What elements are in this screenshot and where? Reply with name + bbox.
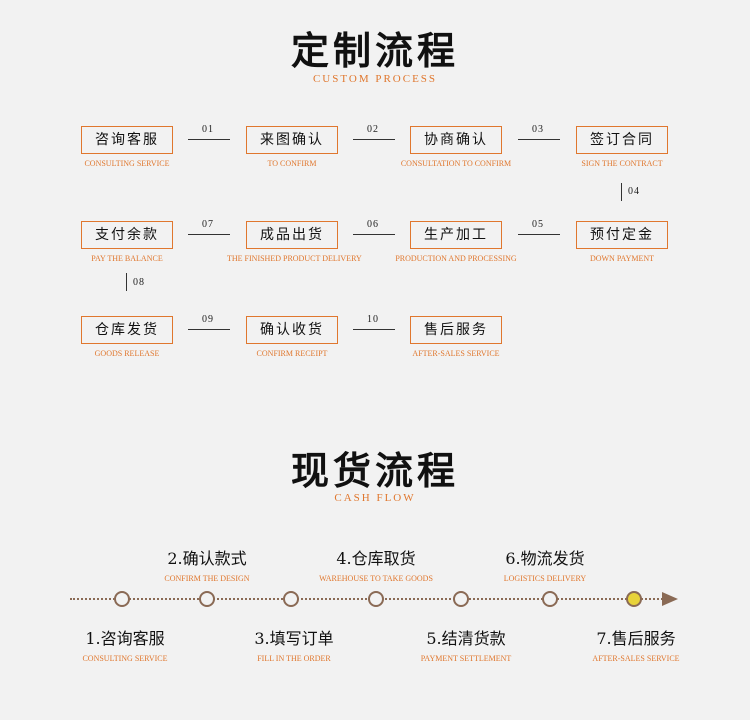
step-caption: PAY THE BALANCE	[91, 254, 163, 263]
flow-step-caption: PAYMENT SETTLEMENT	[420, 654, 512, 663]
step-label: 协商确认	[410, 126, 502, 154]
step-caption: TO CONFIRM	[267, 159, 317, 168]
step-down-payment: 预付定金 DOWN PAYMENT	[557, 221, 687, 263]
cash-flow-title: 现货流程	[290, 448, 459, 493]
flow-step-label: 7.售后服务	[596, 629, 676, 648]
connector-line	[353, 139, 395, 140]
step-number: 02	[367, 124, 379, 135]
step-caption: THE FINISHED PRODUCT DELIVERY	[227, 254, 362, 263]
flow-step-label: 4.仓库取货	[336, 549, 416, 568]
timeline-dot-active	[626, 591, 642, 607]
flow-step-after-sales: 7.售后服务 AFTER-SALES SERVICE	[546, 625, 726, 663]
step-label: 成品出货	[246, 221, 338, 249]
flow-step-caption: WAREHOUSE TO TAKE GOODS	[319, 574, 433, 583]
step-pay-balance: 支付余款 PAY THE BALANCE	[62, 221, 192, 263]
step-label: 售后服务	[410, 316, 502, 344]
flow-step-label: 3.填写订单	[254, 629, 334, 648]
connector-line	[188, 139, 230, 140]
step-number: 05	[532, 219, 544, 230]
timeline-dot	[114, 591, 130, 607]
timeline-dot	[453, 591, 469, 607]
flow-step-label: 6.物流发货	[505, 549, 585, 568]
step-label: 生产加工	[410, 221, 502, 249]
step-sign-contract: 签订合同 SIGN THE CONTRACT	[557, 126, 687, 168]
step-label: 仓库发货	[81, 316, 173, 344]
step-number: 04	[628, 186, 640, 197]
flow-step-caption: FILL IN THE ORDER	[257, 654, 331, 663]
cash-flow-subtitle: CASH FLOW	[334, 492, 416, 504]
step-caption: AFTER-SALES SERVICE	[412, 349, 500, 358]
flow-step-fill-order: 3.填写订单 FILL IN THE ORDER	[204, 625, 384, 663]
step-production: 生产加工 PRODUCTION AND PROCESSING	[391, 221, 521, 263]
step-label: 支付余款	[81, 221, 173, 249]
connector-line	[188, 234, 230, 235]
arrow-right-icon	[662, 592, 678, 606]
custom-process-title: 定制流程	[290, 28, 459, 73]
timeline-dot	[283, 591, 299, 607]
flow-step-caption: AFTER-SALES SERVICE	[592, 654, 680, 663]
step-label: 来图确认	[246, 126, 338, 154]
step-number: 03	[532, 124, 544, 135]
step-label: 确认收货	[246, 316, 338, 344]
timeline-dot	[368, 591, 384, 607]
connector-line-vertical	[126, 273, 127, 291]
flow-step-label: 2.确认款式	[167, 549, 247, 568]
timeline-dot	[542, 591, 558, 607]
flow-step-payment: 5.结清货款 PAYMENT SETTLEMENT	[376, 625, 556, 663]
timeline-dot	[199, 591, 215, 607]
step-number: 06	[367, 219, 379, 230]
flow-step-warehouse: 4.仓库取货 WAREHOUSE TO TAKE GOODS	[286, 545, 466, 583]
flow-step-caption: CONSULTING SERVICE	[82, 654, 168, 663]
connector-line-vertical	[621, 183, 622, 201]
flow-step-confirm-design: 2.确认款式 CONFIRM THE DESIGN	[117, 545, 297, 583]
step-caption: SIGN THE CONTRACT	[581, 159, 663, 168]
step-number: 08	[133, 277, 145, 288]
step-caption: PRODUCTION AND PROCESSING	[395, 254, 517, 263]
step-confirm-receipt: 确认收货 CONFIRM RECEIPT	[227, 316, 357, 358]
step-number: 01	[202, 124, 214, 135]
connector-line	[518, 139, 560, 140]
flow-step-caption: LOGISTICS DELIVERY	[503, 574, 587, 583]
flow-step-label: 5.结清货款	[426, 629, 506, 648]
step-label: 咨询客服	[81, 126, 173, 154]
step-number: 09	[202, 314, 214, 325]
flow-step-logistics: 6.物流发货 LOGISTICS DELIVERY	[455, 545, 635, 583]
connector-line	[518, 234, 560, 235]
step-caption: GOODS RELEASE	[94, 349, 160, 358]
step-to-confirm: 来图确认 TO CONFIRM	[227, 126, 357, 168]
step-caption: CONSULTING SERVICE	[84, 159, 170, 168]
step-number: 10	[367, 314, 379, 325]
step-caption: DOWN PAYMENT	[589, 254, 655, 263]
connector-line	[188, 329, 230, 330]
step-caption: CONFIRM RECEIPT	[256, 349, 328, 358]
step-label: 预付定金	[576, 221, 668, 249]
step-consulting: 咨询客服 CONSULTING SERVICE	[62, 126, 192, 168]
flow-step-caption: CONFIRM THE DESIGN	[164, 574, 250, 583]
connector-line	[353, 329, 395, 330]
step-goods-release: 仓库发货 GOODS RELEASE	[62, 316, 192, 358]
connector-line	[353, 234, 395, 235]
step-consultation: 协商确认 CONSULTATION TO CONFIRM	[391, 126, 521, 168]
step-finished-delivery: 成品出货 THE FINISHED PRODUCT DELIVERY	[227, 221, 362, 263]
step-label: 签订合同	[576, 126, 668, 154]
step-number: 07	[202, 219, 214, 230]
step-caption: CONSULTATION TO CONFIRM	[400, 159, 512, 168]
flow-step-label: 1.咨询客服	[85, 629, 165, 648]
flow-step-consulting: 1.咨询客服 CONSULTING SERVICE	[35, 625, 215, 663]
step-after-sales: 售后服务 AFTER-SALES SERVICE	[391, 316, 521, 358]
custom-process-subtitle: CUSTOM PROCESS	[312, 73, 438, 85]
